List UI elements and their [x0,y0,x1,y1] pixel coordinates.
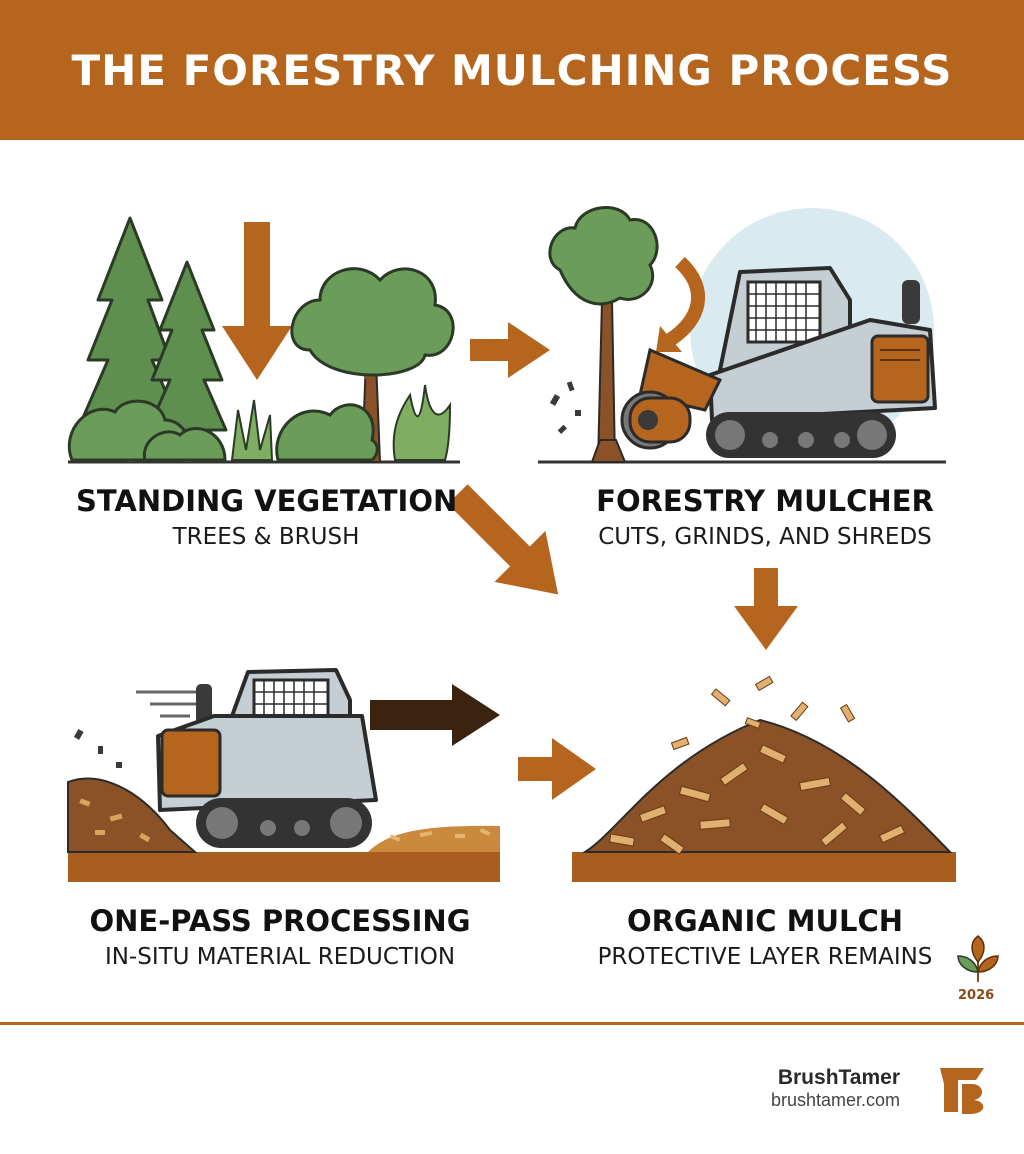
grass-icon [230,384,452,461]
year-badge: 2026 [958,988,995,1003]
organic-mulch-illustration [572,675,956,882]
step-title-one-pass-processing: ONE-PASS PROCESSING [89,904,471,938]
down-arrow-icon [734,568,798,650]
title-banner: THE FORESTRY MULCHING PROCESS [0,0,1024,140]
one-pass-processing-illustration [67,668,500,882]
standing-vegetation-illustration [67,216,460,464]
mulcher-machine-icon [156,668,378,848]
bush-icon [67,399,379,462]
right-arrow-icon [370,684,500,746]
deciduous-tree-icon [548,206,659,463]
forestry-mulcher-illustration [538,206,946,464]
step-title-forestry-mulcher: FORESTRY MULCHER [596,484,934,518]
step-subtitle-organic-mulch: PROTECTIVE LAYER REMAINS [597,944,933,970]
sprout-icon [957,935,999,982]
step-title-organic-mulch: ORGANIC MULCH [626,904,904,938]
right-arrow-icon [470,322,550,378]
down-arrow-icon [222,222,292,380]
right-arrow-icon [518,738,596,800]
brand-name: BrushTamer [777,1066,900,1089]
mulcher-machine-icon [620,266,937,458]
debris-icon [549,381,581,434]
step-subtitle-standing-vegetation: TREES & BRUSH [172,524,360,550]
diagonal-arrow-icon [447,484,559,595]
brushtamer-logo-icon [940,1068,984,1114]
brand-url[interactable]: brushtamer.com [770,1090,900,1110]
step-subtitle-one-pass-processing: IN-SITU MATERIAL REDUCTION [104,944,456,970]
step-title-standing-vegetation: STANDING VEGETATION [76,484,458,518]
page-title: THE FORESTRY MULCHING PROCESS [71,45,953,95]
step-subtitle-forestry-mulcher: CUTS, GRINDS, AND SHREDS [598,524,932,550]
footer-divider [0,1022,1024,1025]
